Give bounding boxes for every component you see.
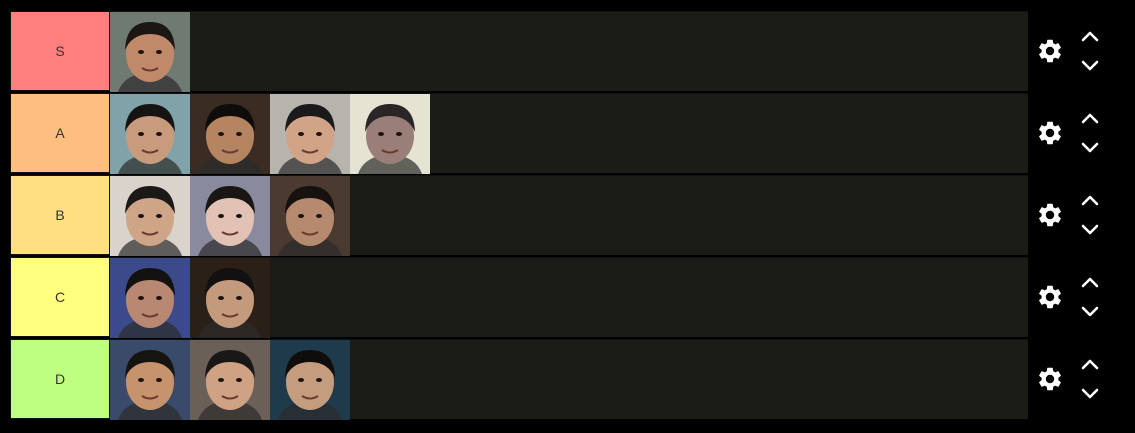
tier-controls — [1028, 11, 1135, 91]
tier-label[interactable]: S — [10, 11, 110, 91]
face-photo-image — [110, 176, 190, 256]
gear-icon[interactable] — [1030, 31, 1070, 71]
tier-label[interactable]: D — [10, 339, 110, 419]
move-arrows — [1080, 354, 1100, 404]
chevron-down-icon[interactable] — [1080, 384, 1100, 404]
move-arrows — [1080, 108, 1100, 158]
tier-items-dropzone[interactable] — [110, 93, 1028, 174]
tier-item-tile[interactable] — [190, 258, 270, 338]
chevron-up-icon[interactable] — [1080, 354, 1100, 374]
tier-item-tile[interactable] — [110, 340, 190, 420]
tier-items-dropzone[interactable] — [110, 175, 1028, 256]
face-photo-image — [110, 12, 190, 92]
tier-label[interactable]: A — [10, 93, 110, 173]
tier-label[interactable]: B — [10, 175, 110, 255]
move-arrows — [1080, 272, 1100, 322]
tier-items-dropzone[interactable] — [110, 257, 1028, 338]
tier-item-tile[interactable] — [270, 176, 350, 256]
face-photo-image — [270, 94, 350, 174]
tier-items-dropzone[interactable] — [110, 339, 1028, 420]
tier-controls — [1028, 93, 1135, 173]
tier-label[interactable]: C — [10, 257, 110, 337]
tier-row: A — [10, 93, 1135, 174]
chevron-down-icon[interactable] — [1080, 302, 1100, 322]
tier-controls — [1028, 257, 1135, 337]
tier-item-tile[interactable] — [190, 94, 270, 174]
tier-row: B — [10, 175, 1135, 256]
gear-icon[interactable] — [1030, 113, 1070, 153]
gear-icon[interactable] — [1030, 195, 1070, 235]
face-photo-image — [190, 340, 270, 420]
tier-item-tile[interactable] — [350, 94, 430, 174]
chevron-up-icon[interactable] — [1080, 190, 1100, 210]
tier-items-dropzone[interactable] — [110, 11, 1028, 92]
gear-icon[interactable] — [1030, 359, 1070, 399]
move-arrows — [1080, 190, 1100, 240]
tier-controls — [1028, 175, 1135, 255]
face-photo-image — [110, 94, 190, 174]
gear-icon[interactable] — [1030, 277, 1070, 317]
face-photo-image — [190, 94, 270, 174]
face-photo-image — [190, 258, 270, 338]
face-photo-image — [190, 176, 270, 256]
tier-item-tile[interactable] — [110, 12, 190, 92]
face-photo-image — [270, 176, 350, 256]
face-photo-image — [350, 94, 430, 174]
tier-item-tile[interactable] — [190, 340, 270, 420]
tier-controls — [1028, 339, 1135, 419]
tier-item-tile[interactable] — [110, 176, 190, 256]
tier-item-tile[interactable] — [270, 94, 350, 174]
tier-item-tile[interactable] — [110, 258, 190, 338]
chevron-up-icon[interactable] — [1080, 272, 1100, 292]
chevron-up-icon[interactable] — [1080, 108, 1100, 128]
face-photo-image — [110, 258, 190, 338]
tier-item-tile[interactable] — [270, 340, 350, 420]
tier-item-tile[interactable] — [110, 94, 190, 174]
move-arrows — [1080, 26, 1100, 76]
chevron-up-icon[interactable] — [1080, 26, 1100, 46]
face-photo-image — [270, 340, 350, 420]
face-photo-image — [110, 340, 190, 420]
chevron-down-icon[interactable] — [1080, 220, 1100, 240]
tier-row: D — [10, 339, 1135, 420]
tier-row: C — [10, 257, 1135, 338]
tier-item-tile[interactable] — [190, 176, 270, 256]
chevron-down-icon[interactable] — [1080, 56, 1100, 76]
tier-row: S — [10, 11, 1135, 92]
chevron-down-icon[interactable] — [1080, 138, 1100, 158]
